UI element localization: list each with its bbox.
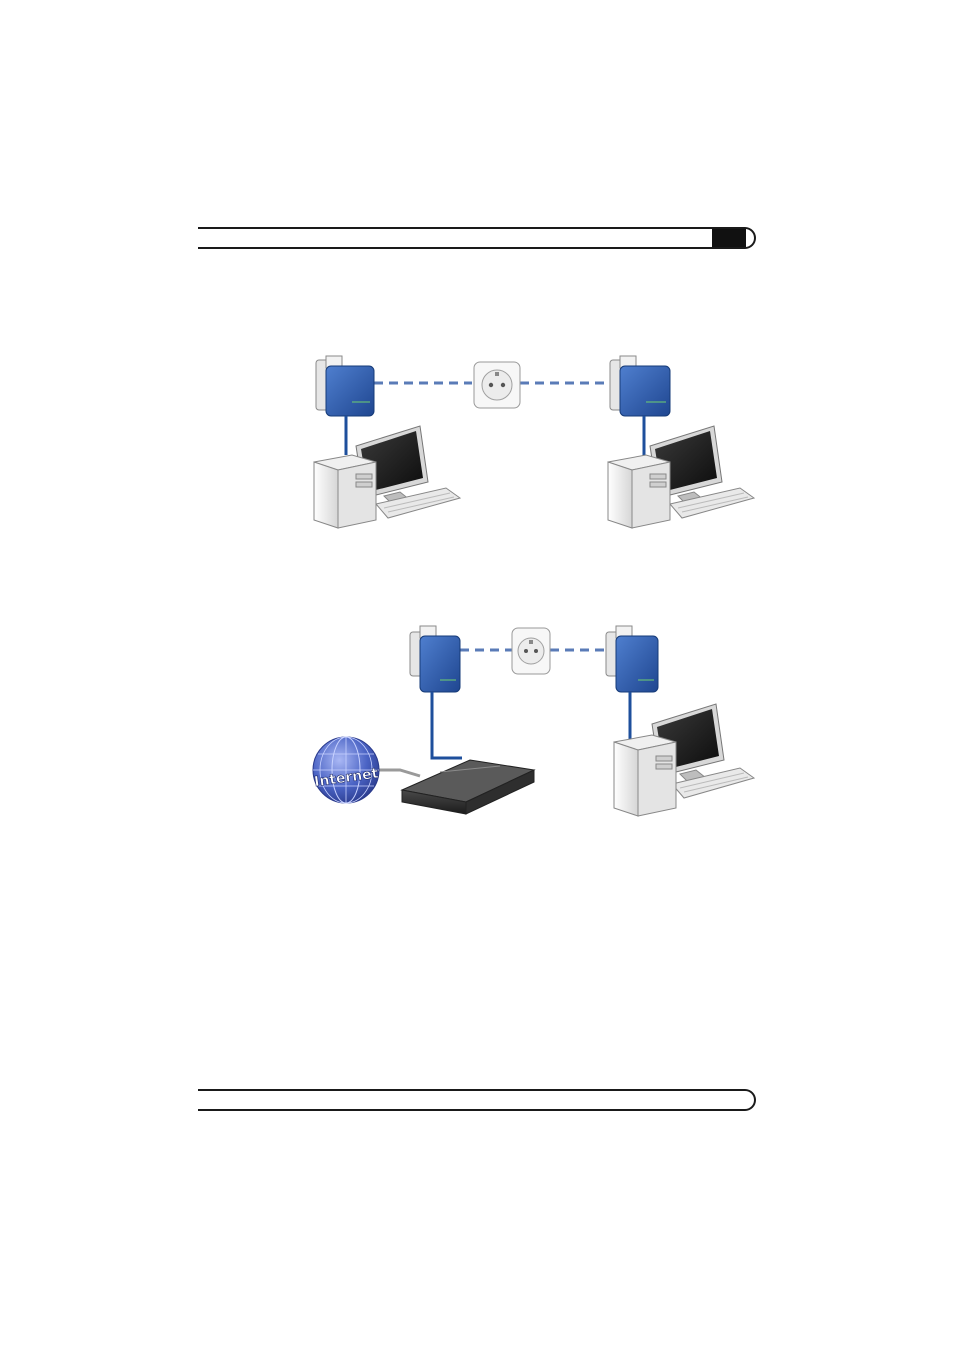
wall-socket-icon (512, 628, 550, 674)
computer-icon (314, 426, 460, 528)
diagram-2: Internet (313, 626, 754, 816)
powerline-adapter-icon (606, 626, 658, 692)
computer-icon (614, 704, 754, 816)
powerline-adapter-icon (410, 626, 460, 692)
wall-socket-icon (474, 362, 520, 408)
computer-icon (608, 426, 754, 528)
diagram-1 (314, 356, 754, 528)
internet-globe-icon: Internet (313, 737, 380, 803)
ethernet-cable (432, 692, 462, 758)
powerline-adapter-icon (316, 356, 374, 416)
router-icon (402, 760, 534, 814)
powerline-adapter-icon (610, 356, 670, 416)
internet-cable (376, 770, 420, 776)
